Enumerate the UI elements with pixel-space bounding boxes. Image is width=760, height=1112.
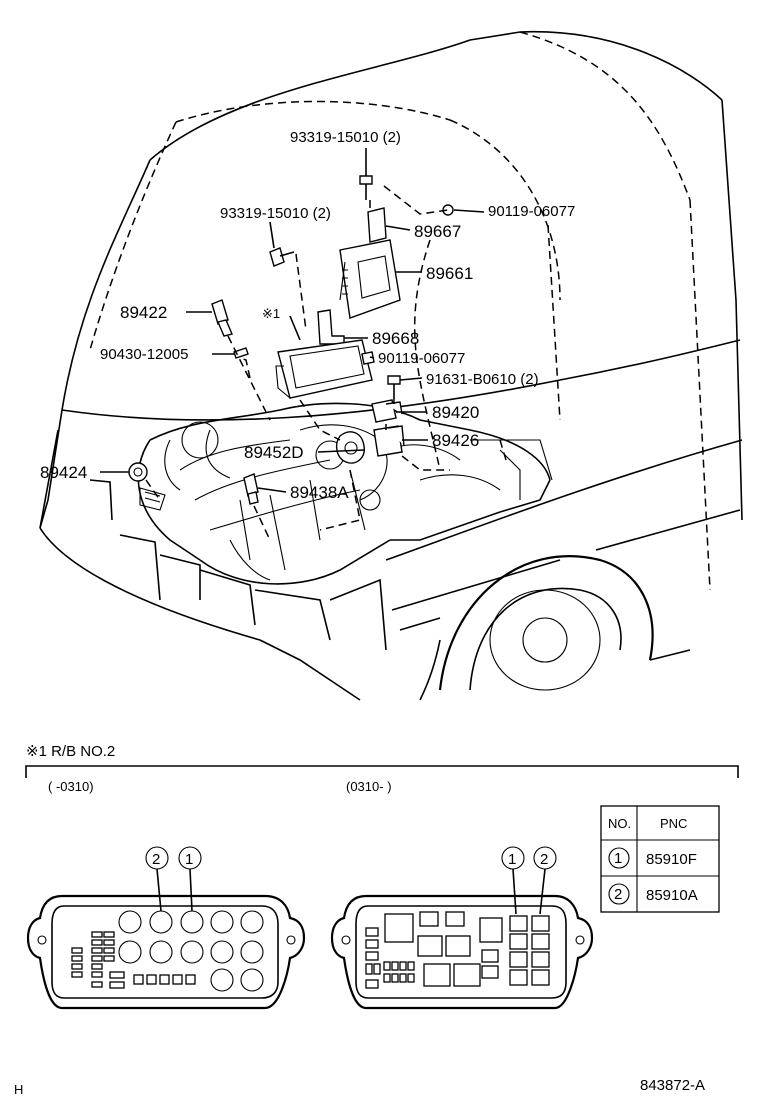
leader-lines [100, 148, 507, 541]
label-89420: 89420 [432, 403, 479, 422]
relay-block-late: 1 2 [330, 846, 594, 1010]
fastener-screws [269, 175, 454, 400]
label-89667: 89667 [414, 222, 461, 241]
engine-assembly [137, 402, 553, 585]
label-89424: 89424 [40, 463, 87, 482]
relay-block-early: 2 1 [26, 846, 306, 1010]
relays-89420-89426 [371, 399, 405, 457]
label-93319-left: 93319-15010 (2) [220, 205, 331, 222]
footer-left: H [14, 1082, 23, 1097]
label-89661: 89661 [426, 264, 473, 283]
note-section: ※1 R/B NO.2 ( -0310) (0310- ) [25, 743, 739, 794]
label-89426: 89426 [432, 431, 479, 450]
pnc-row2-circle [608, 883, 630, 905]
pnc-row2-pnc: 85910A [646, 887, 698, 904]
note-bracket [25, 765, 739, 778]
note-range-left: ( -0310) [48, 779, 94, 794]
marker-2-left-text: 2 [152, 851, 160, 868]
pnc-table: NO. PNC 1 85910F 2 85910A [600, 805, 720, 913]
diagram-code: 843872-A [640, 1077, 705, 1094]
pnc-header-no: NO. [608, 816, 631, 831]
label-note-mark: ※1 [262, 306, 280, 321]
label-89452D: 89452D [244, 443, 304, 462]
label-93319-top: 93319-15010 (2) [290, 129, 401, 146]
callout-labels: 93319-15010 (2) 93319-15010 (2) 90119-06… [40, 129, 575, 502]
label-90119-mid: 90119-06077 [378, 350, 465, 367]
pnc-row2-no: 2 [614, 886, 622, 903]
note-range-right: (0310- ) [346, 779, 392, 794]
marker-1-right-text: 1 [508, 851, 516, 868]
label-89422: 89422 [120, 303, 167, 322]
marker-2-right-text: 2 [540, 851, 548, 868]
label-90119-top: 90119-06077 [488, 203, 575, 220]
pnc-header-pnc: PNC [660, 816, 687, 831]
pnc-row1-pnc: 85910F [646, 851, 697, 868]
sensors [128, 299, 365, 505]
ecu-89661 [317, 207, 401, 345]
relay-block-rb2 [275, 339, 373, 399]
label-90430: 90430-12005 [100, 346, 188, 363]
label-89438A: 89438A [290, 483, 349, 502]
pnc-row1-no: 1 [614, 850, 622, 867]
vehicle-outline [39, 30, 743, 701]
label-91631: 91631-B0610 (2) [426, 371, 539, 388]
pnc-row1-circle [608, 847, 630, 869]
note-title: ※1 R/B NO.2 [26, 743, 115, 760]
marker-1-left-text: 1 [185, 851, 193, 868]
label-89668: 89668 [372, 329, 419, 348]
